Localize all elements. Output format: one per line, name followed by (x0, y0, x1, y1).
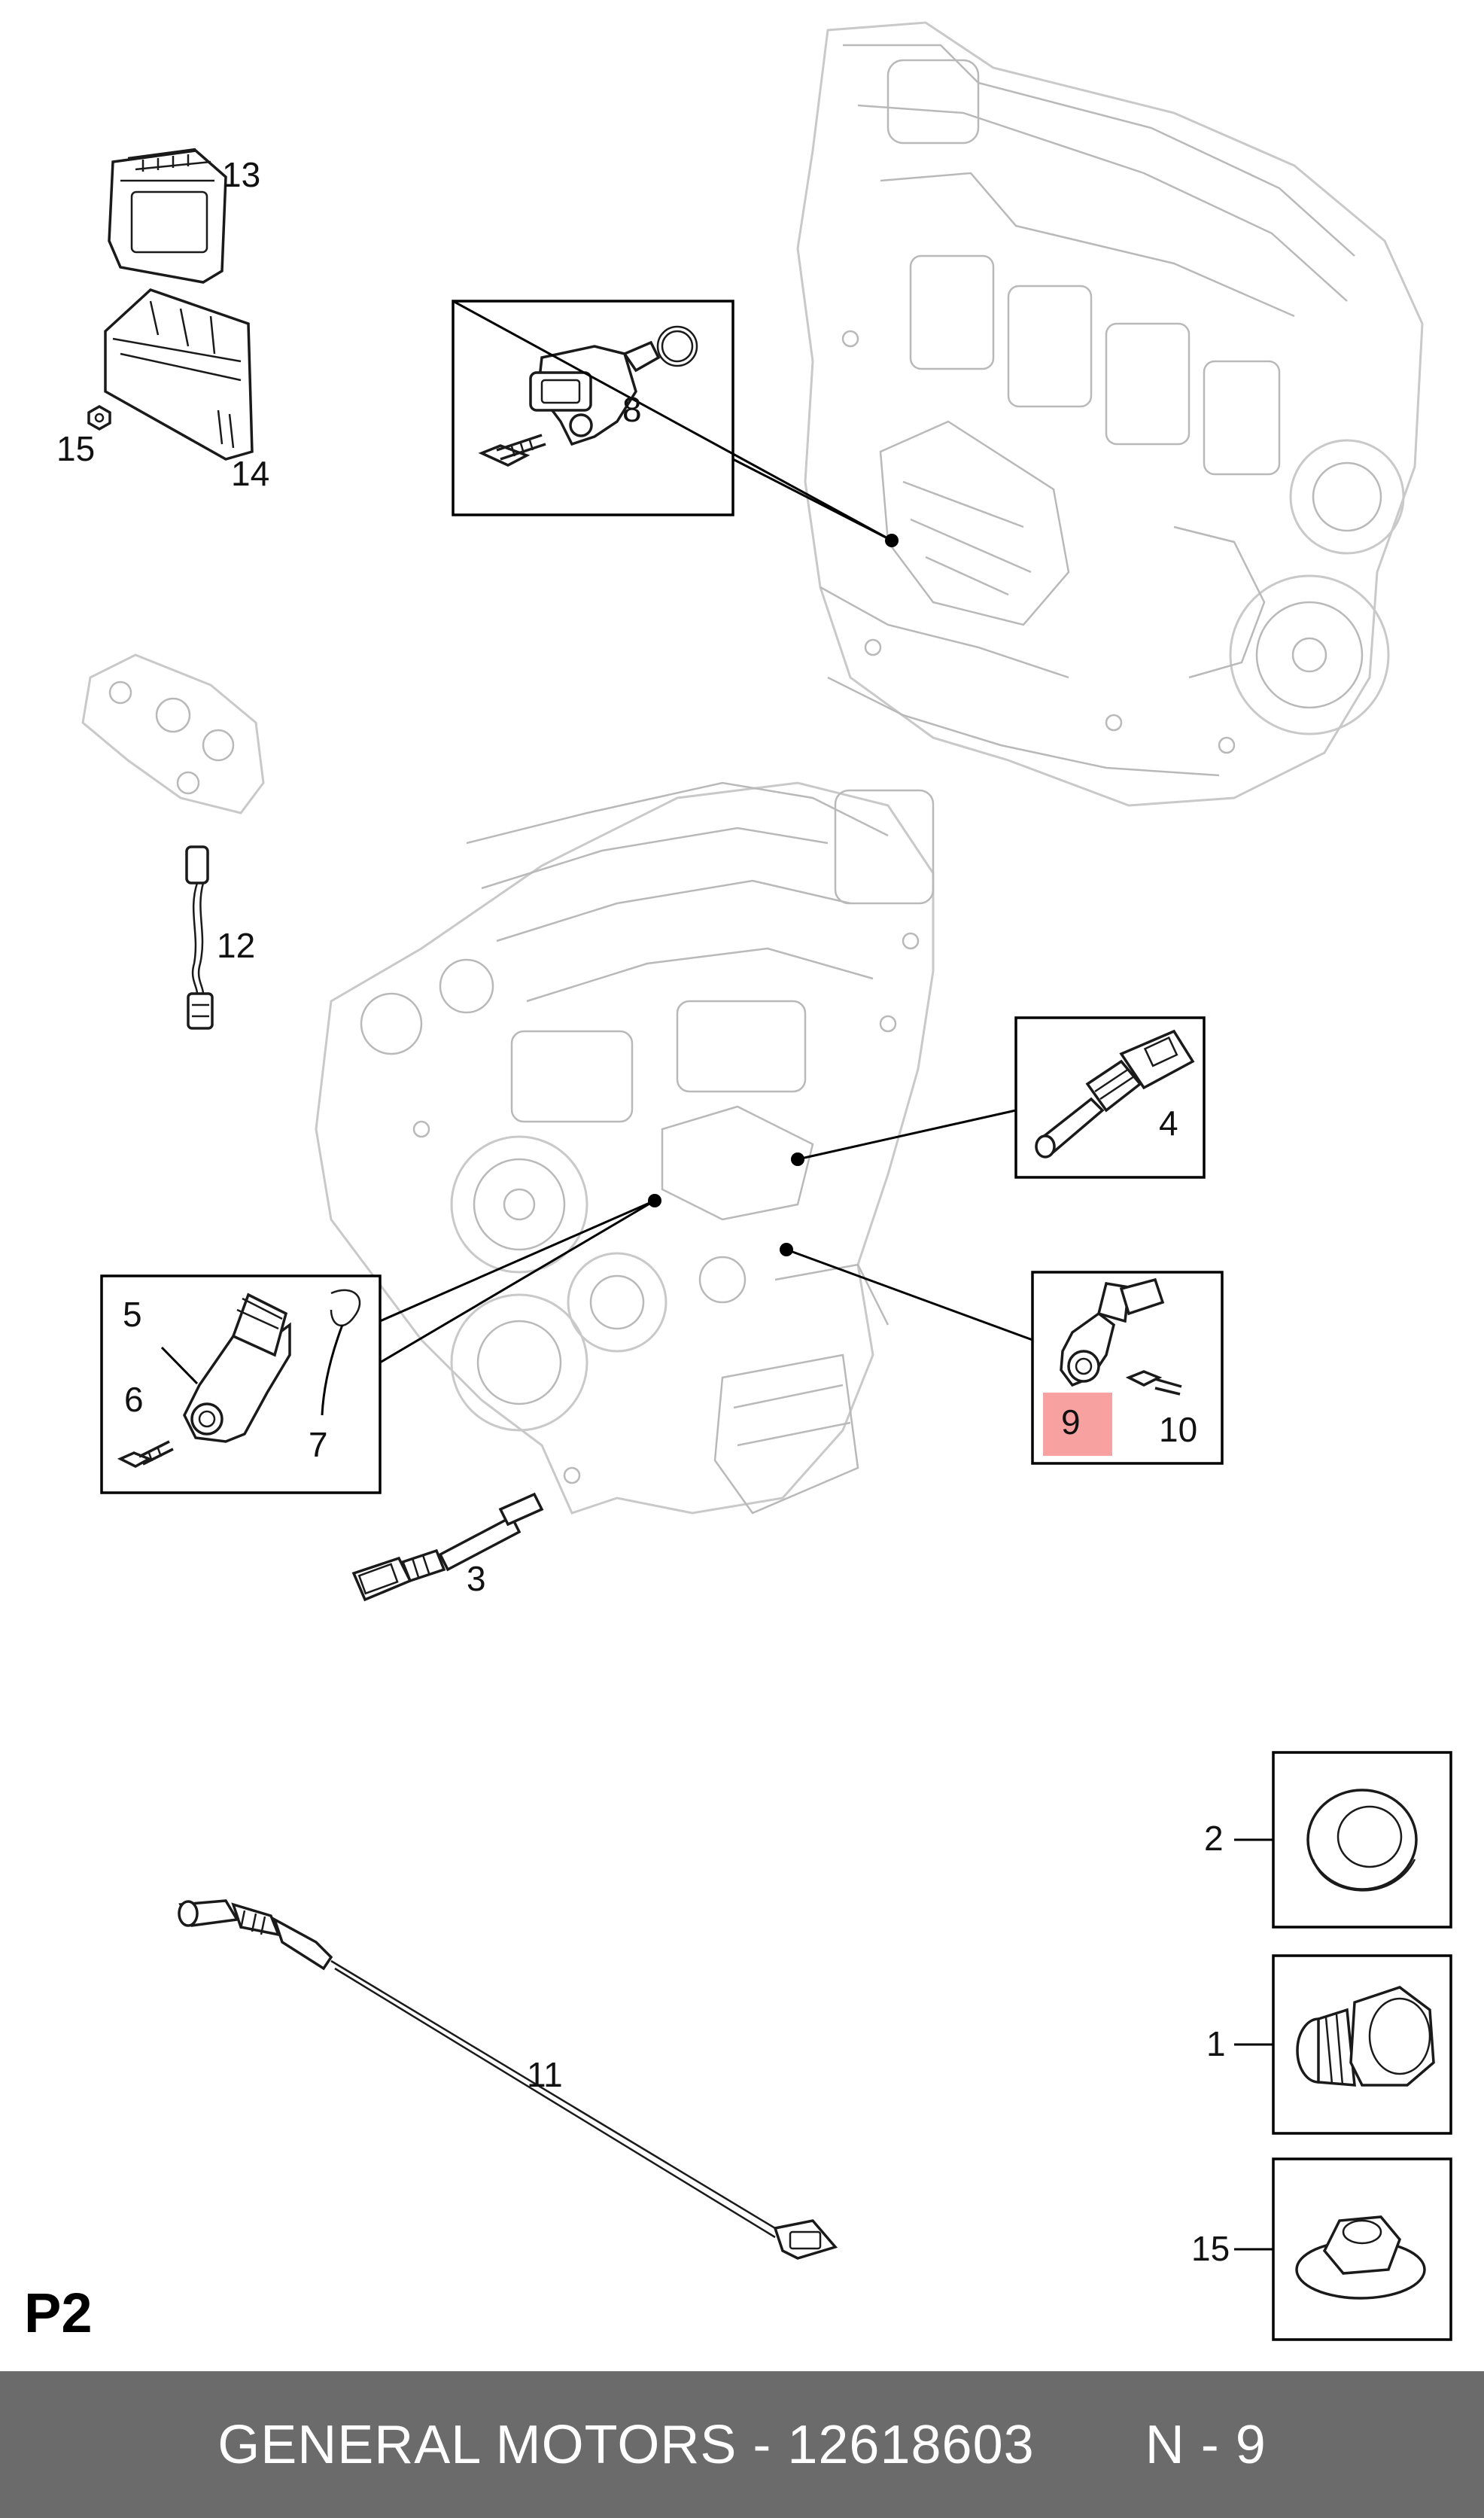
detail-box-5-6-7 (100, 1274, 382, 1494)
callout-15-bottom: 15 (1191, 2229, 1230, 2268)
attach-point-8 (885, 534, 899, 547)
detail-box-4 (1014, 1016, 1206, 1179)
parts-diagram: 13 14 15 8 12 4 5 6 7 9 10 3 11 2 1 15 (56, 21, 1452, 2341)
callout-12: 12 (217, 926, 255, 965)
nut-part-15 (87, 404, 111, 431)
callout-5: 5 (123, 1295, 142, 1334)
callout-labels: 13 14 15 8 12 4 5 6 7 9 10 3 11 2 1 15 (56, 155, 1230, 2268)
callout-11: 11 (527, 2055, 563, 2094)
attach-point-4 (791, 1152, 804, 1166)
detail-box-1 (1234, 1954, 1452, 2135)
engine-illustration-top (796, 21, 1424, 807)
attach-point-5 (648, 1194, 661, 1207)
attach-point-9 (780, 1243, 793, 1256)
detail-box-2 (1234, 1751, 1452, 1929)
detail-box-8 (452, 300, 734, 516)
callout-9: 9 (1061, 1402, 1081, 1442)
page-code: P2 (24, 2282, 93, 2344)
callout-4: 4 (1159, 1104, 1178, 1143)
callout-8: 8 (622, 390, 642, 429)
callout-7: 7 (309, 1425, 328, 1464)
callout-6: 6 (124, 1380, 144, 1419)
footer-position: N - 9 (1145, 2414, 1267, 2475)
oxygen-sensor-part-11 (178, 1899, 838, 2260)
highlight-callout-9 (1043, 1393, 1112, 1456)
sensor-part-3 (351, 1492, 544, 1602)
footer-brand: GENERAL MOTORS (217, 2414, 737, 2475)
footer-separator: - (737, 2414, 788, 2475)
footer-part-number: 12618603 (787, 2414, 1035, 2475)
ecm-module-part-13 (108, 148, 227, 284)
detail-box-15 (1234, 2157, 1452, 2341)
callout-1: 1 (1206, 2024, 1226, 2063)
callout-2: 2 (1204, 1819, 1224, 1858)
callout-15-top: 15 (56, 429, 95, 468)
footer-bar: GENERAL MOTORS - 12618603 N - 9 (0, 2371, 1484, 2518)
gasket-illustration (81, 653, 265, 814)
callout-3: 3 (467, 1559, 486, 1598)
footer-spacer (1035, 2414, 1145, 2476)
sensor-part-12 (185, 845, 214, 1030)
callout-10: 10 (1159, 1410, 1197, 1449)
callout-13: 13 (222, 155, 260, 194)
leader-lines (379, 300, 1033, 1364)
detail-box-9-10 (1031, 1271, 1224, 1465)
callout-14: 14 (231, 454, 269, 493)
ecm-bracket-part-14 (104, 288, 254, 461)
engine-illustration-center (315, 781, 935, 1515)
